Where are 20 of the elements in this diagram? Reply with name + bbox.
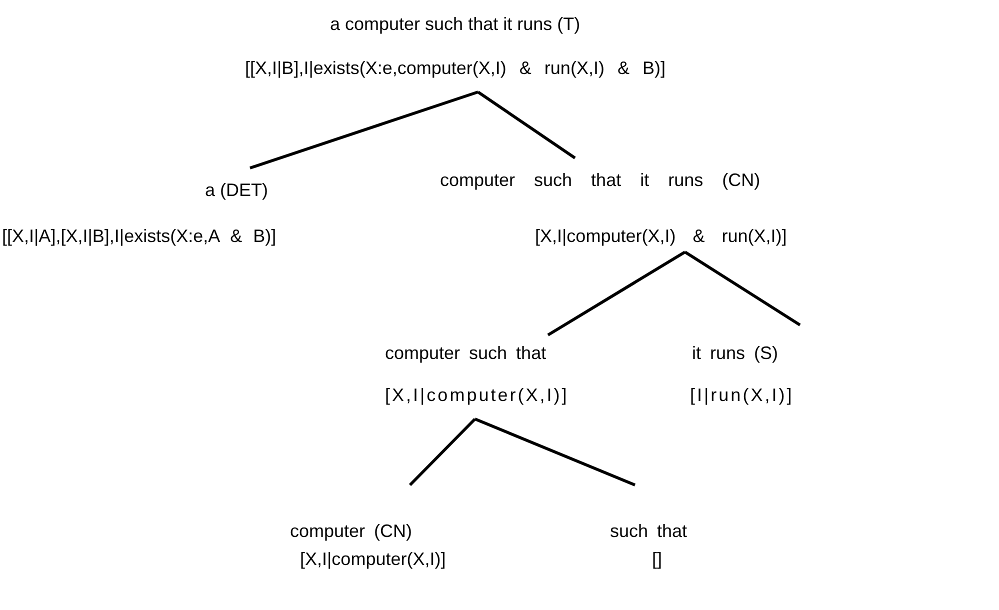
semantic-formula: [X,I|computer(X,I)]	[385, 384, 569, 407]
semantic-formula: [X,I|computer(X,I) & run(X,I)]	[535, 225, 787, 248]
tree-branch-line	[477, 90, 576, 160]
tree-branch-line	[547, 250, 686, 336]
phrase-label: computer such that it runs (CN)	[440, 169, 760, 192]
phrase-label: computer (CN)	[290, 520, 412, 543]
phrase-label: a (DET)	[205, 179, 268, 202]
phrase-label: it runs (S)	[692, 342, 778, 365]
phrase-label: computer such that	[385, 342, 546, 365]
semantic-formula: [I|run(X,I)]	[690, 384, 794, 407]
tree-branch-line	[474, 418, 636, 486]
phrase-label: a computer such that it runs (T)	[330, 13, 580, 36]
tree-branch-line	[408, 418, 476, 486]
semantic-formula: []	[652, 548, 662, 571]
semantic-formula: [X,I|computer(X,I)]	[300, 548, 446, 571]
semantic-formula: [[X,I|A],[X,I|B],I|exists(X:e,A & B)]	[2, 225, 276, 248]
tree-branch-line	[250, 90, 478, 170]
phrase-label: such that	[610, 520, 688, 543]
tree-branch-line	[684, 250, 801, 326]
semantic-formula: [[X,I|B],I|exists(X:e,computer(X,I) & run(X,I) & B)]	[245, 57, 666, 80]
